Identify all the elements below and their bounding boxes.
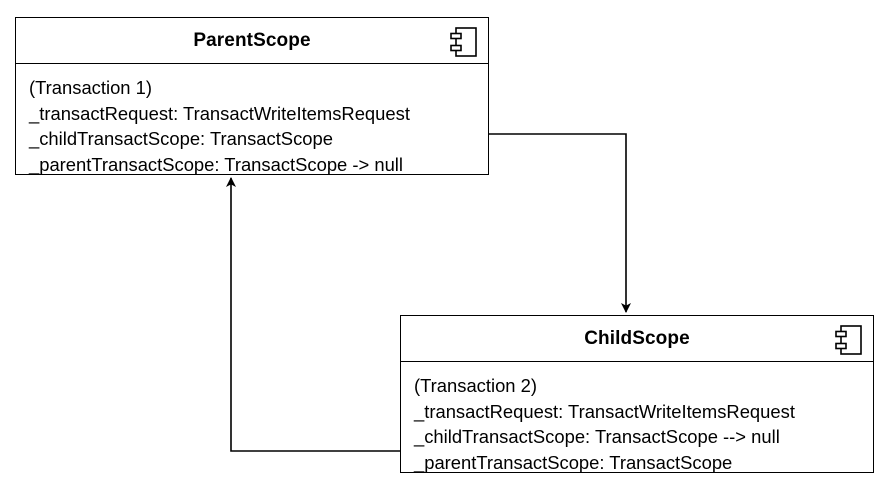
- child-scope-attr-child-scope: _childTransactScope: TransactScope --> n…: [414, 426, 780, 447]
- arrow-parent-to-child: [489, 133, 631, 313]
- child-scope-attr-transact-request: _transactRequest: TransactWriteItemsRequ…: [414, 400, 795, 422]
- parent-scope-component[interactable]: ParentScope (Transaction 1) _transactReq…: [15, 17, 489, 175]
- arrow-child-to-parent: [226, 177, 400, 452]
- uml-component-icon: [835, 325, 862, 355]
- parent-scope-title: ParentScope: [193, 29, 311, 51]
- parent-scope-attr-transact-request: _transactRequest: TransactWriteItemsRequ…: [29, 102, 410, 124]
- parent-scope-attr-child-scope: _childTransactScope: TransactScope: [29, 128, 333, 149]
- uml-component-icon: [450, 27, 477, 57]
- parent-scope-attr-parent-scope: _parentTransactScope: TransactScope -> n…: [29, 153, 403, 175]
- child-scope-header: ChildScope: [401, 316, 873, 362]
- parent-scope-header: ParentScope: [16, 18, 488, 64]
- child-scope-title: ChildScope: [584, 327, 690, 349]
- child-scope-attr-parent-scope: _parentTransactScope: TransactScope: [414, 451, 733, 473]
- parent-scope-transaction-label: (Transaction 1): [29, 77, 152, 98]
- child-scope-component[interactable]: ChildScope (Transaction 2) _transactRequ…: [400, 315, 874, 473]
- child-scope-body: (Transaction 2) _transactRequest: Transa…: [401, 362, 873, 475]
- child-scope-transaction-label: (Transaction 2): [414, 375, 537, 396]
- parent-scope-body: (Transaction 1) _transactRequest: Transa…: [16, 64, 488, 177]
